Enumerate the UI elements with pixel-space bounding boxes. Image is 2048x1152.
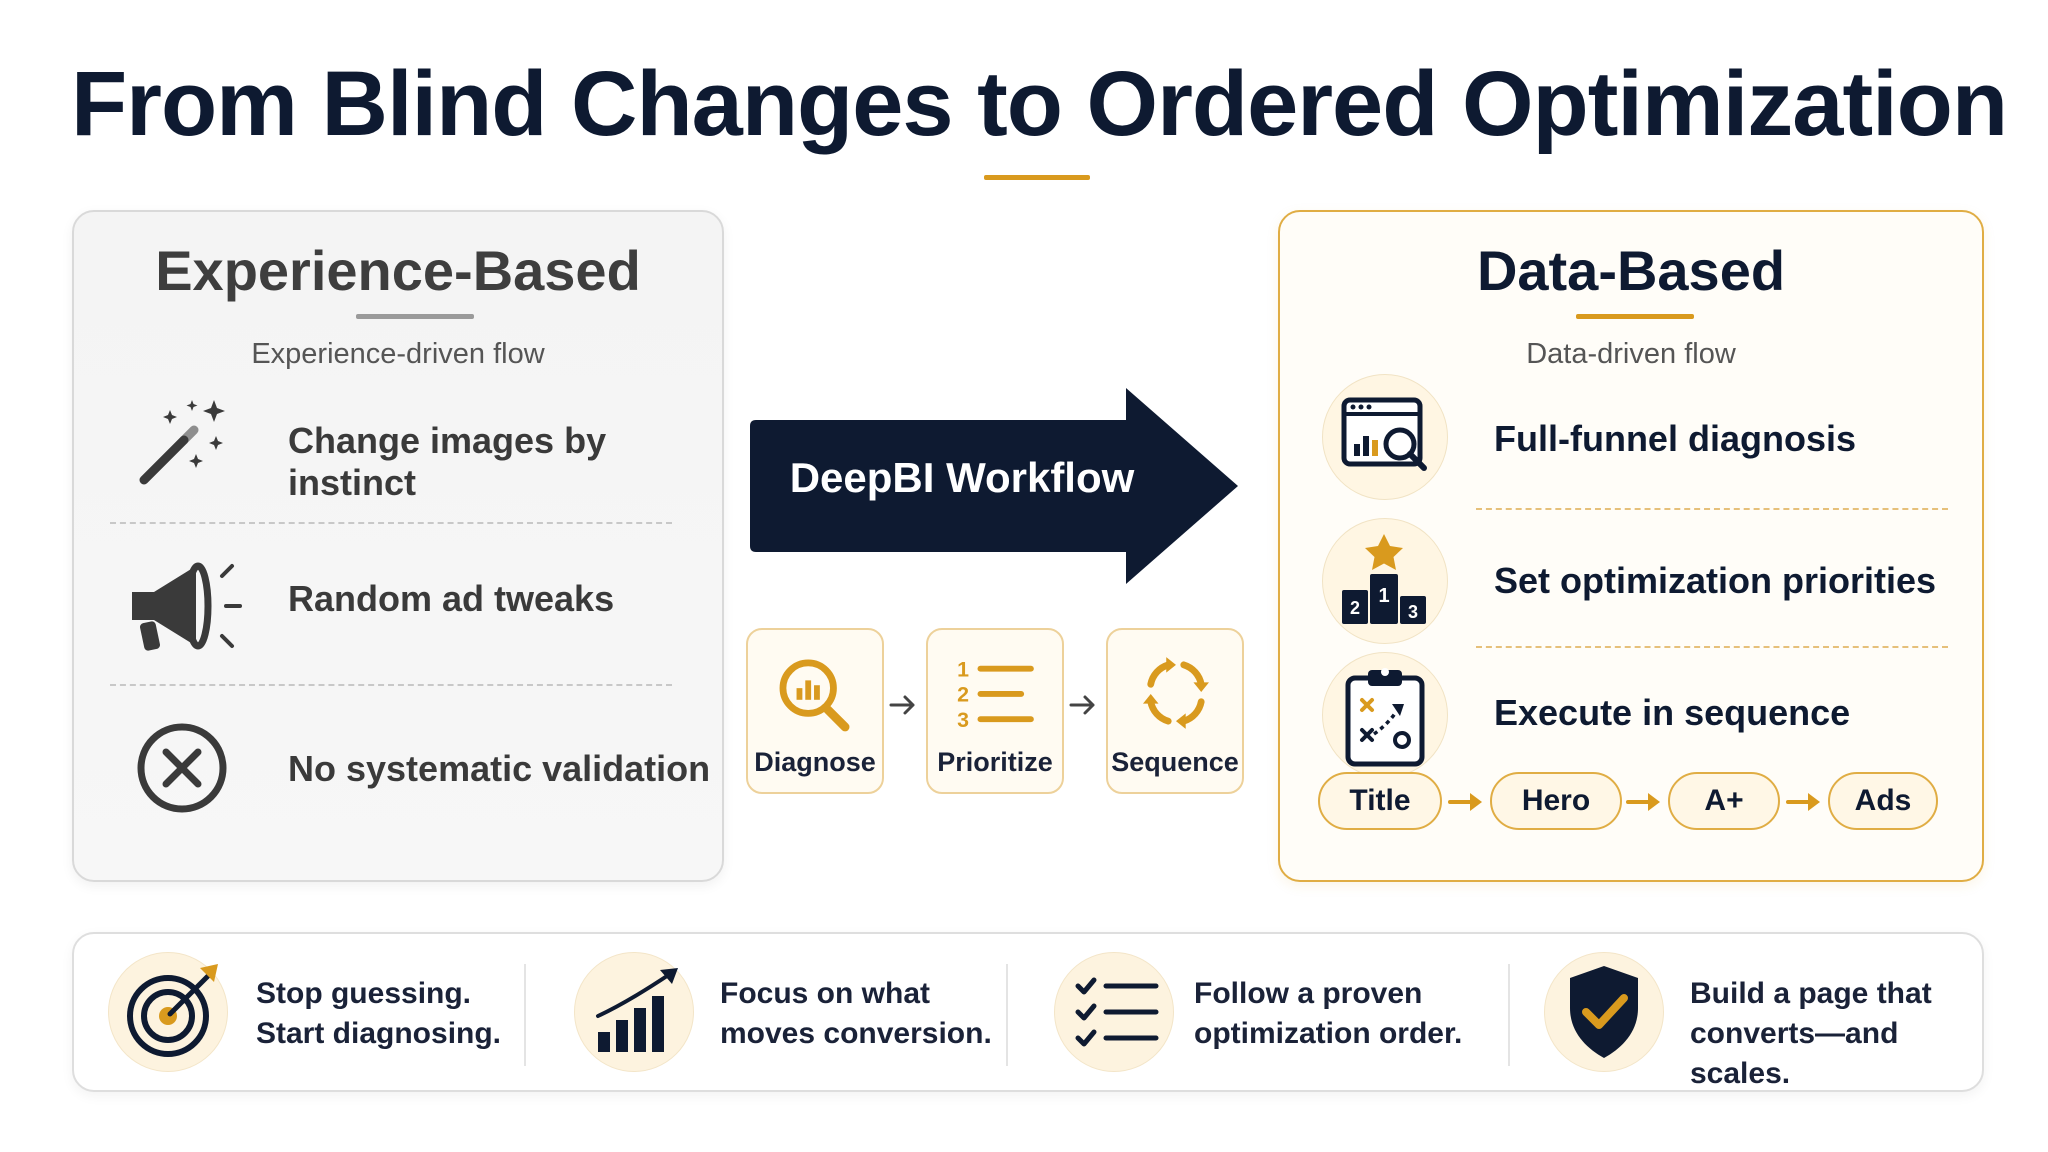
page-title: From Blind Changes to Ordered Optimizati…	[70, 53, 2008, 155]
right-divider-1	[1476, 508, 1948, 510]
sequence-pill-aplus: A+	[1668, 772, 1780, 830]
left-item-1-label: Change images by instinct	[288, 420, 607, 503]
benefits-bar: Stop guessing. Start diagnosing. Focus o…	[72, 932, 1984, 1092]
numbered-list-icon: 1 2 3	[957, 657, 1034, 732]
dashboard-search-icon	[1341, 397, 1427, 471]
benefit-separator-1	[524, 964, 526, 1066]
benefit-1-text: Stop guessing. Start diagnosing.	[256, 974, 501, 1054]
x-circle-icon	[137, 723, 227, 813]
podium-number-3: 3	[1408, 602, 1418, 622]
right-item-3-label: Execute in sequence	[1494, 692, 1851, 733]
step-prioritize: 1 2 3 Prioritize	[926, 628, 1064, 794]
sequence-pill-title: Title	[1318, 772, 1442, 830]
step-sequence-label: Sequence	[1111, 747, 1239, 777]
benefit-2-line2: moves conversion.	[720, 1017, 992, 1050]
benefit-2: Focus on what moves conversion.	[574, 934, 1044, 1094]
podium-star-icon: 1 2 3	[1342, 534, 1426, 624]
clipboard-strategy-icon	[1345, 668, 1425, 767]
left-panel-subtitle: Experience-driven flow	[251, 338, 545, 370]
benefit-3-line1: Follow a proven	[1194, 977, 1423, 1010]
left-divider-2	[110, 684, 672, 686]
title-underline	[984, 175, 1090, 180]
sequence-pill-ads: Ads	[1828, 772, 1938, 830]
left-item-2-label: Random ad tweaks	[288, 578, 615, 619]
pill-arrow-2	[1626, 793, 1660, 811]
magnifier-chart-icon	[779, 659, 850, 732]
experience-based-panel: Experience-Based Experience-driven flow …	[72, 210, 724, 882]
target-arrow-icon	[127, 964, 218, 1057]
benefit-3-line2: optimization order.	[1194, 1017, 1463, 1050]
benefit-1-line2: Start diagnosing.	[256, 1017, 502, 1050]
benefit-3: Follow a proven optimization order.	[1054, 934, 1514, 1094]
benefit-2-line1: Focus on what	[720, 977, 930, 1010]
benefit-3-text: Follow a proven optimization order.	[1194, 974, 1462, 1054]
benefit-1: Stop guessing. Start diagnosing.	[108, 934, 548, 1094]
benefit-4-text: Build a page that converts—and scales.	[1690, 974, 1974, 1094]
left-panel-title: Experience-Based	[155, 239, 641, 302]
step-diagnose-label: Diagnose	[754, 747, 876, 777]
benefit-separator-3	[1508, 964, 1510, 1066]
podium-number-2: 2	[1350, 598, 1360, 618]
pill-arrow-1	[1448, 793, 1482, 811]
benefit-4: Build a page that converts—and scales.	[1544, 934, 1974, 1094]
shield-check-icon	[1570, 966, 1638, 1058]
workflow-label: DeepBI Workflow	[789, 454, 1135, 501]
right-divider-2	[1476, 646, 1948, 648]
step-arrow-1	[889, 695, 915, 715]
benefit-separator-2	[1006, 964, 1008, 1066]
step-prioritize-label: Prioritize	[937, 747, 1053, 777]
cycle-arrows-icon	[1142, 657, 1209, 729]
right-panel-title: Data-Based	[1476, 239, 1786, 302]
right-item-2-label: Set optimization priorities	[1494, 560, 1937, 601]
left-divider-1	[110, 522, 672, 524]
svg-text:3: 3	[957, 708, 969, 732]
benefit-2-text: Focus on what moves conversion.	[720, 974, 992, 1054]
svg-text:2: 2	[957, 683, 969, 707]
pill-arrow-3	[1786, 793, 1820, 811]
step-arrow-2	[1069, 695, 1095, 715]
benefit-4-line2: converts—and scales.	[1690, 1017, 1899, 1090]
checklist-icon	[1075, 977, 1159, 1047]
svg-text:1: 1	[957, 657, 969, 681]
sequence-pill-hero: Hero	[1490, 772, 1622, 830]
left-panel-underline	[356, 314, 474, 319]
right-item-1-label: Full-funnel diagnosis	[1494, 418, 1856, 459]
right-panel-subtitle: Data-driven flow	[1526, 338, 1736, 370]
podium-number-1: 1	[1378, 585, 1389, 607]
magic-wand-icon	[139, 400, 225, 485]
workflow-arrow	[750, 388, 1238, 584]
step-diagnose: Diagnose	[746, 628, 884, 794]
right-panel-underline	[1576, 314, 1694, 319]
megaphone-icon	[132, 562, 242, 651]
growth-chart-icon	[596, 968, 678, 1052]
data-based-panel: Data-Based Data-driven flow Full-funnel …	[1278, 210, 1984, 882]
step-sequence: Sequence	[1106, 628, 1244, 794]
benefit-1-line1: Stop guessing.	[256, 977, 472, 1010]
benefit-4-line1: Build a page that	[1690, 977, 1932, 1010]
left-item-3-label: No systematic validation	[288, 748, 711, 789]
